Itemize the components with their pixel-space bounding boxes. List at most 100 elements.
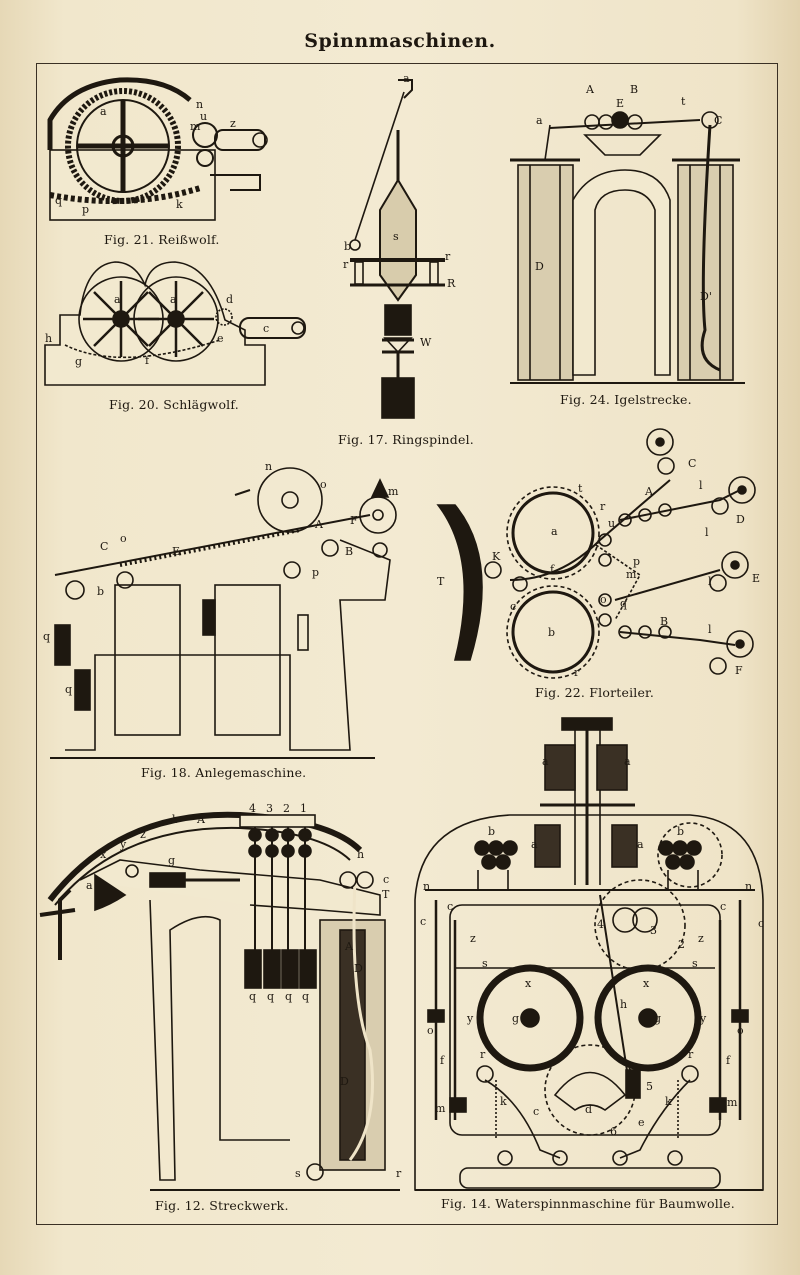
caption-fig22: Fig. 22. Florteiler. [535,685,655,700]
svg-text:a: a [403,72,410,85]
caption-fig20: Fig. 20. Schlägwolf. [109,397,239,412]
svg-text:3: 3 [650,924,657,937]
svg-text:m: m [626,568,637,581]
svg-text:A: A [196,813,206,826]
caption-fig12: Fig. 12. Streckwerk. [155,1198,289,1213]
svg-text:k: k [500,1095,507,1108]
svg-text:c: c [758,917,764,930]
svg-text:o: o [600,593,607,606]
svg-text:q: q [65,683,72,696]
svg-text:q: q [267,990,274,1003]
svg-text:x: x [100,848,107,861]
svg-text:3: 3 [266,802,273,815]
svg-text:y: y [699,1012,707,1025]
svg-text:1: 1 [300,802,307,815]
svg-text:r: r [396,1167,402,1180]
svg-text:o: o [427,1024,434,1037]
caption-fig24: Fig. 24. Igelstrecke. [560,392,692,407]
svg-text:a: a [637,838,644,851]
svg-text:q: q [302,990,309,1003]
svg-text:y: y [119,838,127,851]
svg-text:q: q [620,597,627,610]
svg-text:x: x [643,977,650,990]
svg-text:c: c [510,600,516,613]
svg-text:C: C [100,540,108,553]
svg-text:a: a [114,293,121,306]
svg-text:a: a [542,755,549,768]
svg-text:a: a [531,838,538,851]
svg-text:k: k [665,1095,672,1108]
svg-text:A: A [314,518,324,531]
svg-text:a: a [170,293,177,306]
svg-text:a: a [100,105,107,118]
svg-text:D: D [340,1075,349,1088]
svg-text:C: C [714,114,722,127]
svg-text:m: m [388,485,399,498]
svg-text:u: u [200,110,207,123]
svg-text:f: f [145,354,150,367]
svg-text:r: r [688,1048,694,1061]
svg-text:c: c [447,900,453,913]
svg-text:2: 2 [678,938,685,951]
svg-text:g: g [512,1012,519,1025]
svg-text:n: n [745,880,752,893]
svg-text:W: W [420,336,432,349]
svg-text:E: E [172,545,180,558]
svg-text:A: A [344,940,354,953]
svg-text:4: 4 [597,918,604,931]
svg-text:n: n [265,460,272,473]
svg-text:h: h [620,998,627,1011]
svg-text:q: q [43,630,50,643]
svg-text:5: 5 [646,1080,653,1093]
svg-text:r: r [445,250,451,263]
svg-text:c: c [533,1105,539,1118]
svg-text:r: r [574,666,580,679]
svg-text:B: B [630,83,638,96]
svg-text:D: D [535,260,544,273]
svg-text:l: l [708,575,712,588]
svg-text:b: b [677,825,684,838]
svg-text:d: d [226,293,233,306]
svg-text:f: f [440,1054,445,1067]
svg-text:z: z [140,828,146,841]
caption-fig18: Fig. 18. Anlegemaschine. [141,765,307,780]
svg-text:q: q [55,194,62,207]
svg-text:g: g [654,1012,661,1025]
svg-text:m: m [435,1102,446,1115]
svg-text:b: b [488,825,495,838]
plate-frame [36,63,778,1225]
svg-text:c: c [263,322,269,335]
svg-text:K: K [492,550,501,563]
svg-text:c: c [720,900,726,913]
svg-text:a: a [624,755,631,768]
svg-text:D: D [736,513,745,526]
svg-text:b: b [548,626,555,639]
svg-text:a: a [536,114,543,127]
svg-text:y: y [466,1012,474,1025]
svg-text:s: s [393,230,399,243]
svg-text:k: k [176,198,183,211]
svg-text:F: F [735,664,743,677]
svg-text:t: t [681,95,686,108]
svg-text:n: n [196,98,203,111]
svg-text:l: l [708,623,712,636]
svg-text:T: T [437,575,445,588]
svg-text:x: x [525,977,532,990]
svg-text:p: p [633,555,640,568]
svg-text:b: b [344,240,351,253]
svg-text:R: R [447,277,456,290]
svg-text:s: s [482,957,488,970]
svg-text:q: q [249,990,256,1003]
svg-text:s: s [295,1167,301,1180]
svg-text:e: e [217,332,224,345]
svg-text:p: p [312,566,319,579]
page-title: Spinnmaschinen. [304,30,496,52]
svg-text:m: m [727,1096,738,1109]
svg-text:u: u [608,517,615,530]
